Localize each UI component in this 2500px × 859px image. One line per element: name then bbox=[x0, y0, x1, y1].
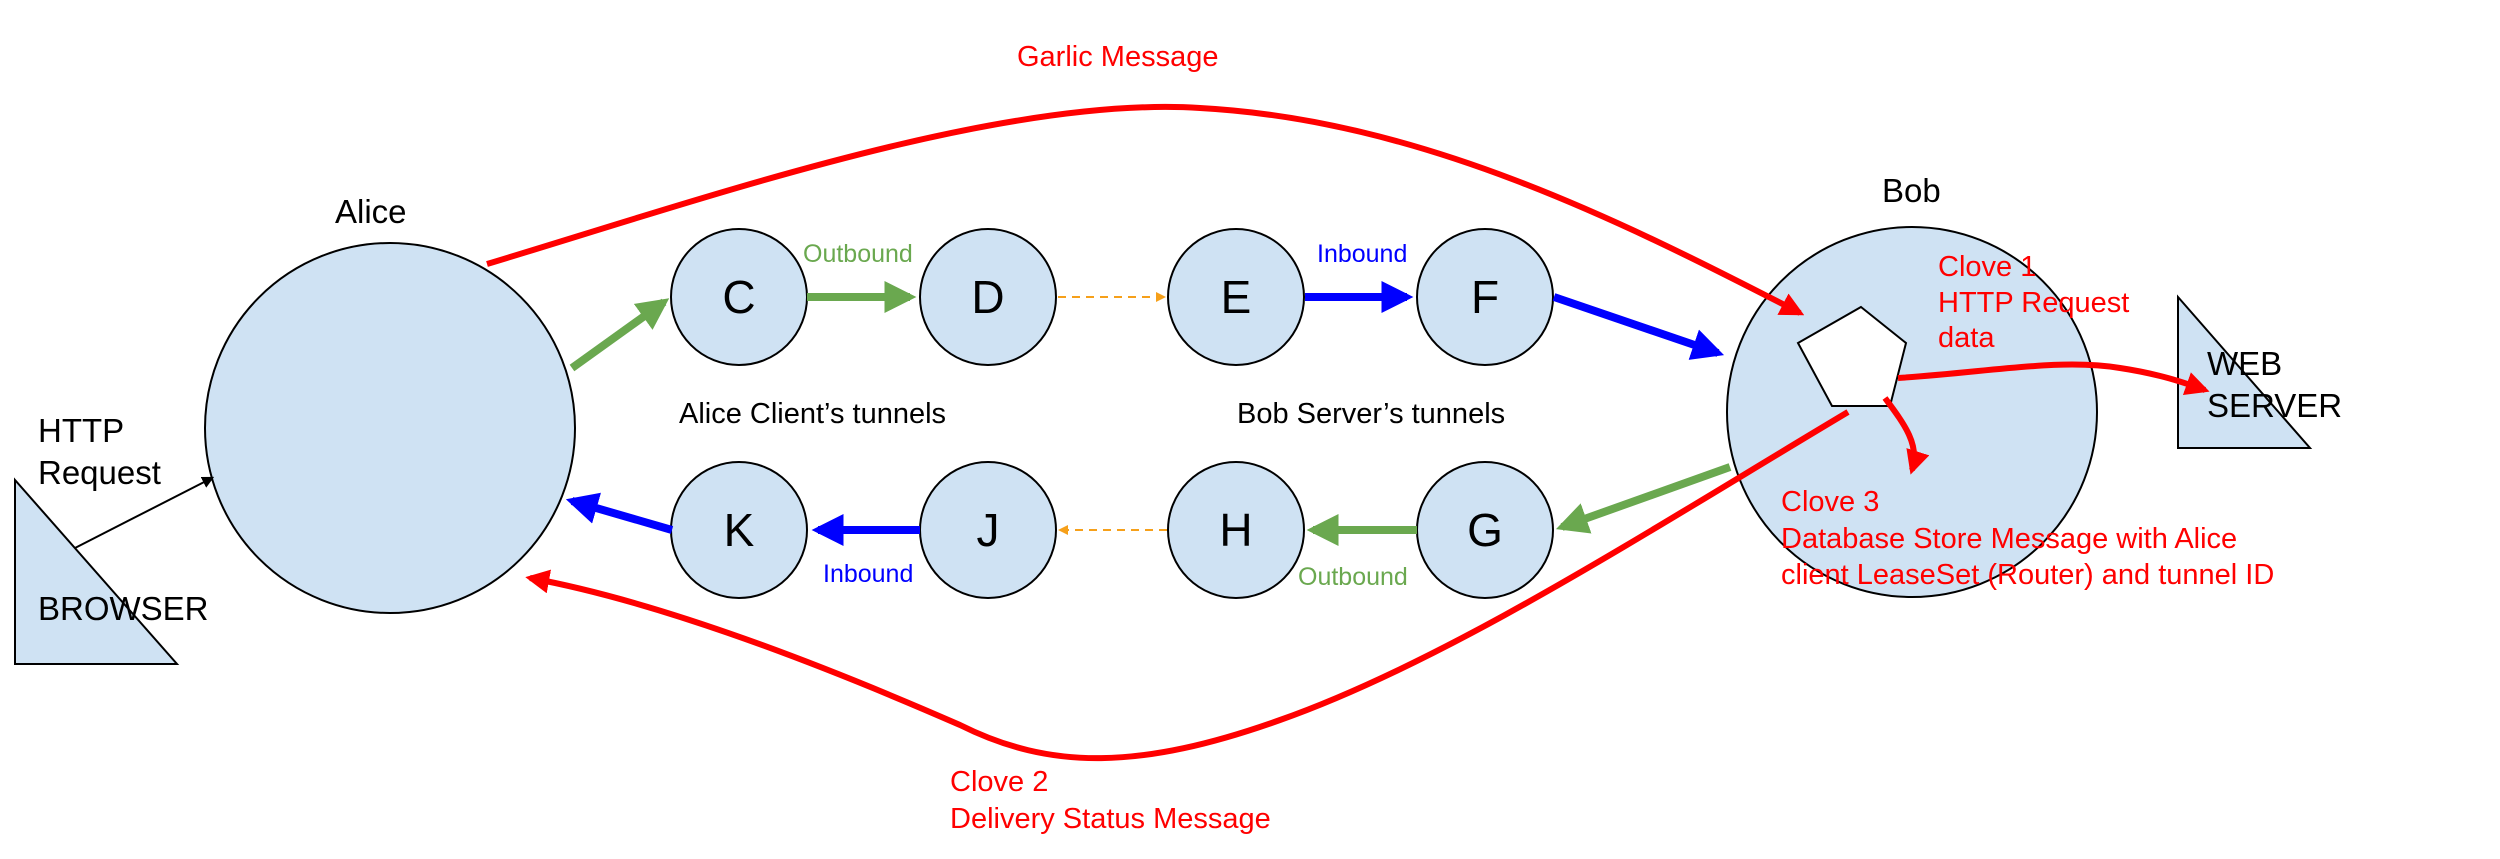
browser-label: BROWSER bbox=[38, 590, 209, 627]
alice-tunnels-label: Alice Client’s tunnels bbox=[679, 398, 946, 430]
arrow-k-to-alice bbox=[565, 492, 674, 534]
node-h-label: H bbox=[1219, 504, 1252, 556]
bob-node bbox=[1726, 226, 2098, 598]
clove3-label-line1: Clove 3 bbox=[1781, 486, 1879, 518]
http-request-label-line1: HTTP bbox=[38, 412, 124, 449]
node-d bbox=[919, 228, 1057, 366]
outbound-top-label: Outbound bbox=[803, 240, 913, 268]
node-e-label: E bbox=[1221, 271, 1252, 323]
clove3-label-line2: Database Store Message with Alice bbox=[1781, 523, 2237, 555]
garlic-message-label: Garlic Message bbox=[1017, 41, 1218, 73]
alice-node bbox=[204, 242, 576, 614]
bob-label: Bob bbox=[1882, 172, 1941, 209]
bob-tunnels-label: Bob Server’s tunnels bbox=[1237, 398, 1505, 430]
node-e bbox=[1167, 228, 1305, 366]
garlic-pentagon bbox=[1796, 305, 1908, 407]
inbound-bottom-label: Inbound bbox=[823, 560, 913, 588]
clove3-arrow bbox=[1882, 396, 1930, 475]
node-k-label: K bbox=[724, 504, 755, 556]
http-request-label-line2: Request bbox=[38, 454, 161, 491]
node-g-label: G bbox=[1467, 504, 1503, 556]
node-h bbox=[1167, 461, 1305, 599]
clove1-arrow bbox=[1897, 361, 2210, 395]
browser-shape bbox=[14, 477, 180, 665]
arrow-f-to-bob bbox=[1552, 293, 1725, 360]
garlic-message-arrow bbox=[486, 103, 1805, 316]
web-server-label-line2: SERVER bbox=[2207, 387, 2342, 424]
clove2-arrow bbox=[525, 409, 1850, 762]
inbound-top-label: Inbound bbox=[1317, 240, 1407, 268]
node-f bbox=[1416, 228, 1554, 366]
clove3-label-line3: client LeaseSet (Router) and tunnel ID bbox=[1781, 559, 2274, 591]
arrow-bob-to-g bbox=[1555, 463, 1732, 534]
alice-label: Alice bbox=[335, 193, 407, 230]
outbound-bottom-label: Outbound bbox=[1298, 563, 1408, 591]
clove1-label-line1: Clove 1 bbox=[1938, 251, 2036, 283]
clove2-label-line2: Delivery Status Message bbox=[950, 803, 1271, 835]
clove1-label-line2: HTTP Request bbox=[1938, 287, 2129, 319]
http-request-arrow bbox=[74, 476, 215, 549]
web-server-label-line1: WEB bbox=[2207, 345, 2282, 382]
clove2-label-line1: Clove 2 bbox=[950, 766, 1048, 798]
arrow-alice-to-c bbox=[569, 298, 670, 372]
node-f-label: F bbox=[1471, 271, 1499, 323]
node-c-label: C bbox=[722, 271, 755, 323]
node-j-label: J bbox=[977, 504, 1000, 556]
clove1-label-line3: data bbox=[1938, 322, 1995, 354]
node-d-label: D bbox=[971, 271, 1004, 323]
web-server-shape bbox=[2177, 294, 2313, 449]
